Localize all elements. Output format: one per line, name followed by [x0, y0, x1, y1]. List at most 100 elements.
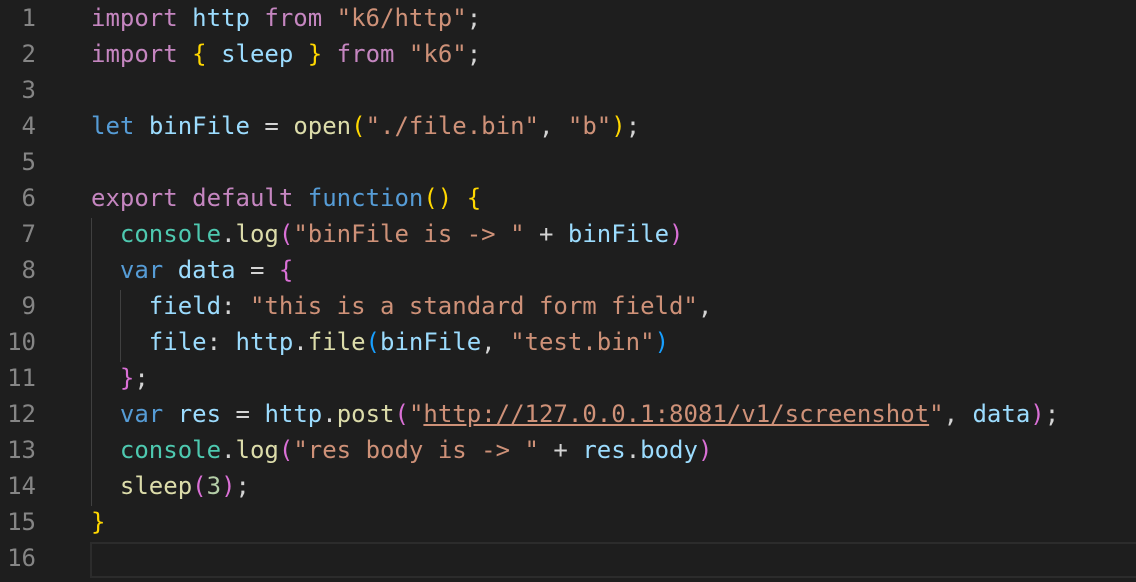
code-token: file: [148, 328, 207, 356]
code-token: }: [119, 364, 135, 392]
code-token: [163, 400, 177, 428]
code-token: from: [336, 40, 395, 68]
code-token: "res body is -> ": [293, 436, 539, 464]
code-token: sleep: [221, 40, 294, 68]
code-text[interactable]: file: http.file(binFile, "test.bin"): [91, 324, 669, 360]
code-token: data: [177, 256, 236, 284]
code-line[interactable]: 11 };: [0, 360, 1136, 396]
code-token: var: [119, 400, 164, 428]
code-line[interactable]: 6 export default function() {: [0, 180, 1136, 216]
code-line[interactable]: 12 var res = http.post("http://127.0.0.1…: [0, 396, 1136, 432]
line-number: 6: [21, 184, 36, 212]
code-token: ;: [235, 472, 250, 500]
code-token: ,: [697, 292, 713, 320]
code-line[interactable]: 3: [0, 72, 1136, 108]
code-token: [322, 40, 336, 68]
code-token: console: [119, 436, 222, 464]
line-number: 15: [7, 508, 36, 536]
code-line[interactable]: 1 import http from "k6/http";: [0, 0, 1136, 36]
code-line[interactable]: 8 var data = {: [0, 252, 1136, 288]
code-token: log: [235, 220, 279, 248]
line-number: 14: [7, 472, 36, 500]
code-token: +: [524, 220, 568, 248]
code-text[interactable]: console.log("res body is -> " + res.body…: [91, 432, 712, 468]
code-token: http: [235, 328, 294, 356]
code-token: (: [278, 220, 294, 248]
code-token: "this is a standard form field": [249, 292, 698, 320]
line-number: 16: [7, 544, 36, 572]
code-token: [91, 472, 120, 500]
code-token: .: [221, 220, 236, 248]
code-text[interactable]: };: [91, 360, 149, 396]
code-token: function: [307, 184, 424, 212]
code-line[interactable]: 14 sleep(3);: [0, 468, 1136, 504]
code-token: }: [91, 508, 106, 536]
code-token: http: [264, 400, 323, 428]
code-token: http: [192, 4, 250, 32]
code-token: open: [293, 112, 352, 140]
code-token: ): [611, 112, 626, 140]
code-text[interactable]: import http from "k6/http";: [91, 0, 481, 36]
code-token: =: [235, 256, 279, 284]
code-token: .: [322, 400, 337, 428]
code-token: 3: [206, 472, 222, 500]
code-token: [293, 184, 307, 212]
code-token: .: [625, 436, 641, 464]
line-number: 2: [21, 40, 36, 68]
code-token: :: [206, 328, 236, 356]
code-token: res: [582, 436, 626, 464]
code-token: ;: [625, 112, 641, 140]
code-token: data: [972, 400, 1031, 428]
code-line[interactable]: 5: [0, 144, 1136, 180]
code-text[interactable]: field: "this is a standard form field",: [91, 288, 713, 324]
code-token: .: [293, 328, 308, 356]
code-token: file: [307, 328, 366, 356]
code-text[interactable]: export default function() {: [91, 180, 481, 216]
line-number: 12: [7, 400, 36, 428]
code-line[interactable]: 9 field: "this is a standard form field"…: [0, 288, 1136, 324]
code-token: [250, 4, 264, 32]
code-token: [178, 40, 192, 68]
code-token: import: [91, 40, 178, 68]
code-text[interactable]: }: [91, 504, 105, 540]
code-token: =: [221, 400, 265, 428]
line-number: 1: [21, 4, 36, 32]
code-token: ): [221, 472, 236, 500]
code-token: (: [351, 112, 366, 140]
code-token: ;: [466, 40, 482, 68]
code-line[interactable]: 13 console.log("res body is -> " + res.b…: [0, 432, 1136, 468]
code-token: sleep: [119, 472, 193, 500]
code-line[interactable]: 7 console.log("binFile is -> " + binFile…: [0, 216, 1136, 252]
code-token: ;: [466, 4, 482, 32]
code-token: (): [423, 184, 453, 212]
code-token: ;: [1044, 400, 1060, 428]
code-token: import: [91, 4, 178, 32]
code-text[interactable]: var res = http.post("http://127.0.0.1:80…: [91, 396, 1059, 432]
code-text[interactable]: let binFile = open("./file.bin", "b");: [91, 108, 640, 144]
code-token: ;: [134, 364, 149, 392]
code-text[interactable]: console.log("binFile is -> " + binFile): [91, 216, 684, 252]
code-token: http://127.0.0.1:8081/v1/screenshot: [423, 400, 930, 428]
line-number: 3: [21, 76, 36, 104]
code-text[interactable]: var data = {: [91, 252, 293, 288]
code-token: ): [697, 436, 713, 464]
code-token: ,: [481, 328, 511, 356]
code-text[interactable]: sleep(3);: [91, 468, 250, 504]
code-token: ): [669, 220, 684, 248]
code-line[interactable]: 15}: [0, 504, 1136, 540]
code-line[interactable]: 2 import { sleep } from "k6";: [0, 36, 1136, 72]
code-token: (: [394, 400, 409, 428]
line-number: 10: [7, 328, 36, 356]
code-token: {: [466, 184, 482, 212]
indent-guide-inner: [120, 290, 121, 362]
code-token: "binFile is -> ": [293, 220, 525, 248]
code-line[interactable]: 16: [0, 540, 1136, 576]
code-text[interactable]: import { sleep } from "k6";: [91, 36, 481, 72]
code-token: var: [119, 256, 164, 284]
code-token: binFile: [148, 112, 250, 140]
code-line[interactable]: 10 file: http.file(binFile, "test.bin"): [0, 324, 1136, 360]
code-token: ,: [943, 400, 973, 428]
code-token: binFile: [380, 328, 482, 356]
